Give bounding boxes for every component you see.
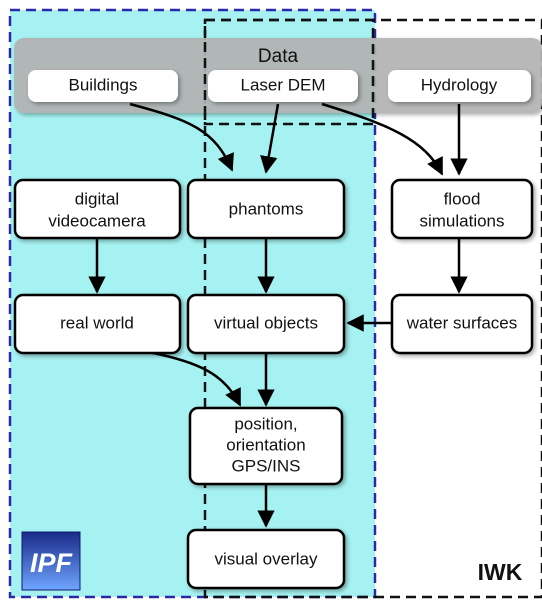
svg-text:phantoms: phantoms (229, 199, 304, 218)
svg-text:orientation: orientation (226, 435, 305, 454)
laser-dem-dashed-frame (203, 18, 375, 126)
ipf-region-border (8, 8, 377, 599)
ipf-logo: IPF (21, 531, 81, 591)
node-real-world: real world (13, 293, 182, 355)
data-source-buildings: Buildings (28, 70, 178, 102)
data-source-hydrology: Hydrology (388, 70, 531, 102)
svg-text:videocamera: videocamera (48, 211, 146, 230)
data-title: Data (258, 46, 299, 67)
arrow-buildings-to-phantoms (129, 102, 234, 172)
svg-text:IPF: IPF (30, 548, 74, 578)
node-water-surfaces: water surfaces (390, 293, 534, 355)
node-phantoms: phantoms (186, 178, 346, 240)
svg-text:position,: position, (234, 414, 297, 433)
svg-text:Buildings: Buildings (69, 75, 138, 94)
svg-text:simulations: simulations (419, 211, 504, 230)
node-flood-simulations: flood simulations (390, 178, 534, 240)
data-source-laser-dem: Laser DEM (208, 70, 358, 102)
arrow-laserdem-to-flood (321, 102, 444, 176)
node-visual-overlay: visual overlay (186, 528, 346, 590)
svg-text:visual overlay: visual overlay (215, 549, 318, 568)
arrow-realworld-to-position (147, 350, 242, 407)
arrow-laserdem-to-phantoms (260, 103, 280, 174)
svg-text:GPS/INS: GPS/INS (232, 456, 301, 475)
svg-text:virtual objects: virtual objects (214, 313, 318, 332)
node-virtual-objects: virtual objects (186, 293, 346, 355)
svg-text:digital: digital (75, 189, 119, 208)
iwk-label: IWK (478, 559, 523, 585)
svg-text:water surfaces: water surfaces (406, 313, 518, 332)
svg-text:flood: flood (444, 189, 481, 208)
svg-text:real world: real world (60, 313, 134, 332)
node-position-orientation: position, orientation GPS/INS (188, 406, 344, 486)
svg-text:Hydrology: Hydrology (421, 75, 498, 94)
node-digital-videocamera: digital videocamera (13, 178, 182, 240)
svg-text:Laser DEM: Laser DEM (240, 75, 325, 94)
